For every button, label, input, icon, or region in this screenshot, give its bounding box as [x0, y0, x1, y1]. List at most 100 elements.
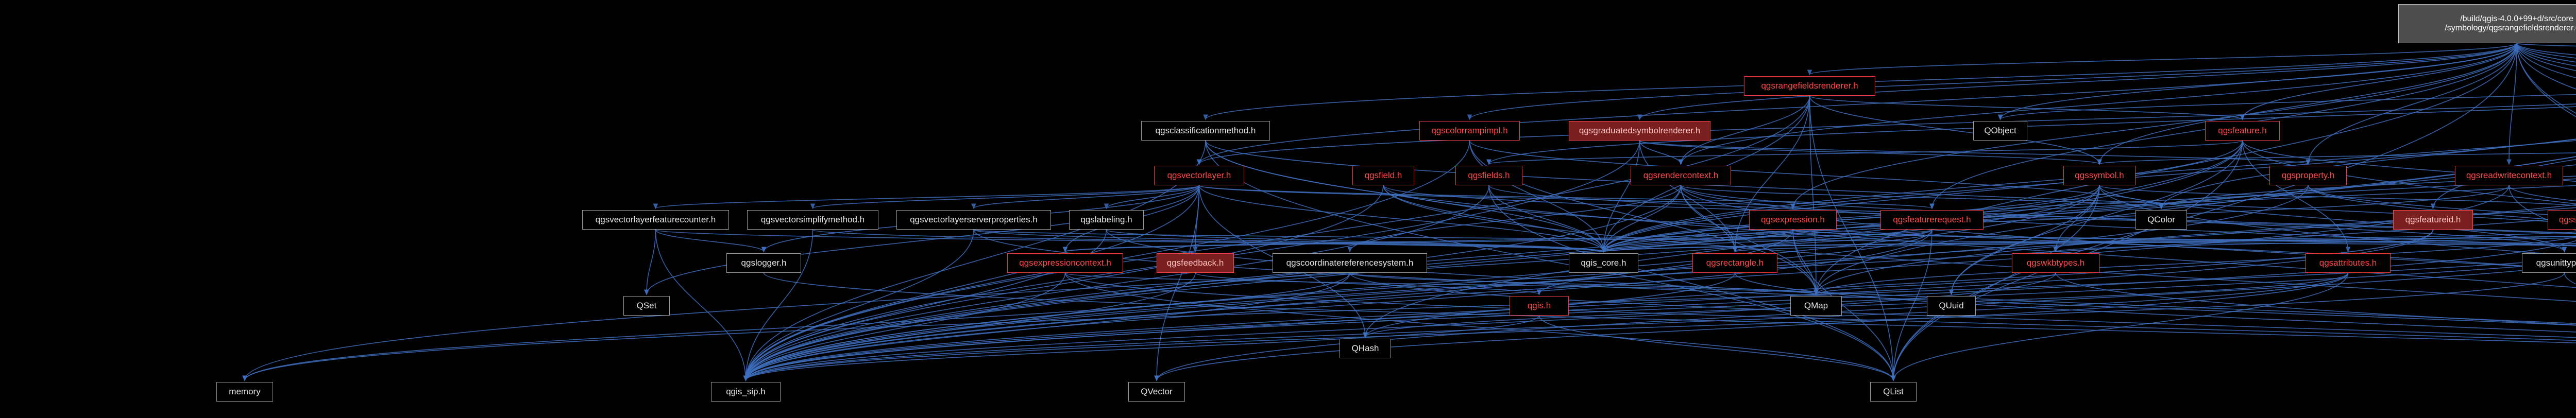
dependency-edge [1601, 185, 2100, 253]
graph-node-E2[interactable]: qgsexpressioncontext.h [1007, 253, 1123, 273]
graph-node-C4[interactable]: qgsrendercontext.h [1631, 166, 1731, 185]
graph-node-label: QColor [2147, 215, 2175, 225]
graph-node-label: qgsexpressioncontext.h [1019, 258, 1111, 268]
graph-node-E9[interactable]: qgsunittypes.h [2522, 253, 2576, 273]
graph-node-D8[interactable]: qgsfeatureid.h [2393, 210, 2473, 230]
graph-node-H4[interactable]: QList [1870, 382, 1917, 402]
dependency-edge [2516, 43, 2576, 47]
graph-node-label: qgsattributes.h [2319, 258, 2377, 268]
graph-node-M[interactable]: /build/qgis-4.0.0+99+d/src/core/symbolog… [2398, 4, 2576, 43]
graph-node-C5[interactable]: qgssymbol.h [2063, 166, 2136, 185]
dependency-edge [242, 258, 2576, 381]
dependency-edge [810, 185, 1200, 210]
dependency-edge [2099, 185, 2567, 253]
dependency-edge [1064, 272, 2576, 341]
dependency-edge [655, 229, 767, 253]
graph-node-C6[interactable]: qgsproperty.h [2269, 166, 2347, 185]
dependency-edge [2053, 237, 2576, 253]
graph-node-label: qgsfeedback.h [1166, 258, 1224, 268]
dependency-edge [743, 229, 974, 381]
graph-node-label: QMap [1804, 301, 1828, 311]
graph-node-label: qgsreadwritecontext.h [2466, 170, 2552, 181]
dependency-edge [2509, 185, 2576, 202]
graph-node-label: QObject [1984, 126, 2016, 136]
graph-node-D4[interactable]: qgslabeling.h [1069, 210, 1144, 230]
graph-node-A1[interactable]: qgsrangefieldsrenderer.h [1744, 76, 1875, 96]
dependency-edge [2159, 176, 2576, 210]
graph-node-B4[interactable]: QObject [1973, 121, 2027, 141]
graph-node-D7[interactable]: QColor [2136, 210, 2187, 230]
graph-node-C3[interactable]: qgsfields.h [1455, 166, 1522, 185]
dependency-edge [1639, 140, 2311, 165]
graph-node-H2[interactable]: QVector [1128, 382, 1185, 402]
graph-node-F6[interactable]: QSet [623, 296, 670, 316]
dependency-edge [973, 229, 2576, 246]
graph-node-B3[interactable]: qgsgraduatedsymbolrenderer.h [1569, 121, 1710, 141]
dependency-edge [743, 185, 1200, 381]
graph-node-label: qgsunittypes.h [2536, 258, 2576, 268]
dependency-edge [1347, 185, 1682, 253]
graph-node-D6[interactable]: qgsfeaturerequest.h [1880, 210, 1984, 230]
graph-node-E6[interactable]: qgsrectangle.h [1692, 253, 1777, 273]
graph-node-B2[interactable]: qgscolorrampimpl.h [1419, 121, 1520, 141]
graph-node-F2[interactable]: QMap [1790, 296, 1842, 316]
dependency-edge [1349, 272, 1819, 295]
graph-node-label: qgis.h [1527, 301, 1551, 311]
graph-node-E8[interactable]: qgsattributes.h [2306, 253, 2391, 273]
graph-node-label: qgsvectorlayerfeaturecounter.h [595, 215, 716, 225]
dependency-edge [1948, 185, 2100, 295]
graph-node-H1[interactable]: memory [216, 382, 273, 402]
graph-node-E7[interactable]: qgswkbtypes.h [2012, 253, 2099, 273]
dependency-edge [1467, 43, 2517, 120]
graph-node-label: qgis_core.h [1581, 258, 1626, 268]
dependency-edge [2240, 43, 2517, 120]
dependency-edge [812, 229, 1606, 253]
graph-node-D3[interactable]: qgsvectorlayerserverproperties.h [896, 210, 1051, 230]
graph-node-D5[interactable]: qgsexpression.h [1749, 210, 1837, 230]
dependency-edge [743, 272, 1350, 381]
graph-node-E3[interactable]: qgsfeedback.h [1157, 253, 1234, 273]
dependency-edge [1680, 185, 2567, 253]
dependency-edge [655, 229, 749, 381]
dependency-edge [1106, 229, 1606, 253]
dependency-edge [1678, 95, 1810, 165]
dependency-edge [1195, 272, 1541, 295]
graph-node-E4[interactable]: qgscoordinatereferencesystem.h [1273, 253, 1427, 273]
graph-node-B5[interactable]: qgsfeature.h [2205, 121, 2280, 141]
dependency-edge [743, 272, 1196, 381]
dependency-edge [1734, 272, 2576, 333]
graph-node-C2[interactable]: qgsfield.h [1352, 166, 1414, 185]
graph-node-label: qgscolorrampimpl.h [1431, 126, 1508, 136]
dependency-edge [1601, 140, 2243, 253]
graph-node-C7[interactable]: qgsreadwritecontext.h [2455, 166, 2563, 185]
graph-node-B1[interactable]: qgsclassificationmethod.h [1141, 121, 1270, 141]
graph-node-label: qgsfields.h [1468, 170, 1510, 181]
dependency-edge [743, 229, 814, 381]
graph-node-G1[interactable]: QHash [1340, 339, 1391, 358]
dependency-edge [1601, 235, 2576, 253]
graph-node-D1[interactable]: qgsvectorlayerfeaturecounter.h [582, 210, 729, 230]
dependency-edge [1790, 43, 2517, 210]
dependency-edge [971, 185, 1200, 210]
graph-node-C1[interactable]: qgsvectorlayer.h [1154, 166, 1244, 185]
graph-node-F1[interactable]: qgis.h [1510, 296, 1569, 316]
dependency-edge [1383, 185, 2576, 302]
dependency-edge [1064, 272, 1818, 295]
dependency-edge [1814, 236, 2576, 295]
dependency-edge [1809, 95, 1819, 295]
dependency-edge [743, 272, 2565, 381]
graph-node-F7[interactable]: QUuid [1927, 296, 1976, 316]
graph-node-E1[interactable]: qgslogger.h [726, 253, 801, 273]
dependency-edge [743, 185, 2100, 381]
graph-node-D2[interactable]: qgsvectorsimplifymethod.h [747, 210, 878, 230]
graph-node-label: qgsrendercontext.h [1643, 170, 1719, 181]
graph-node-label: qgsclassificationmethod.h [1155, 126, 1256, 136]
graph-node-H3[interactable]: qgis_sip.h [711, 382, 781, 402]
dependency-edge [1601, 229, 1793, 253]
dependency-edge [743, 229, 1933, 381]
graph-node-label: memory [229, 387, 261, 397]
graph-node-label: qgssymbol.h [2075, 170, 2124, 181]
graph-node-D9[interactable]: qgssymbollayer.h [2548, 210, 2576, 230]
graph-node-E5[interactable]: qgis_core.h [1569, 253, 1638, 273]
